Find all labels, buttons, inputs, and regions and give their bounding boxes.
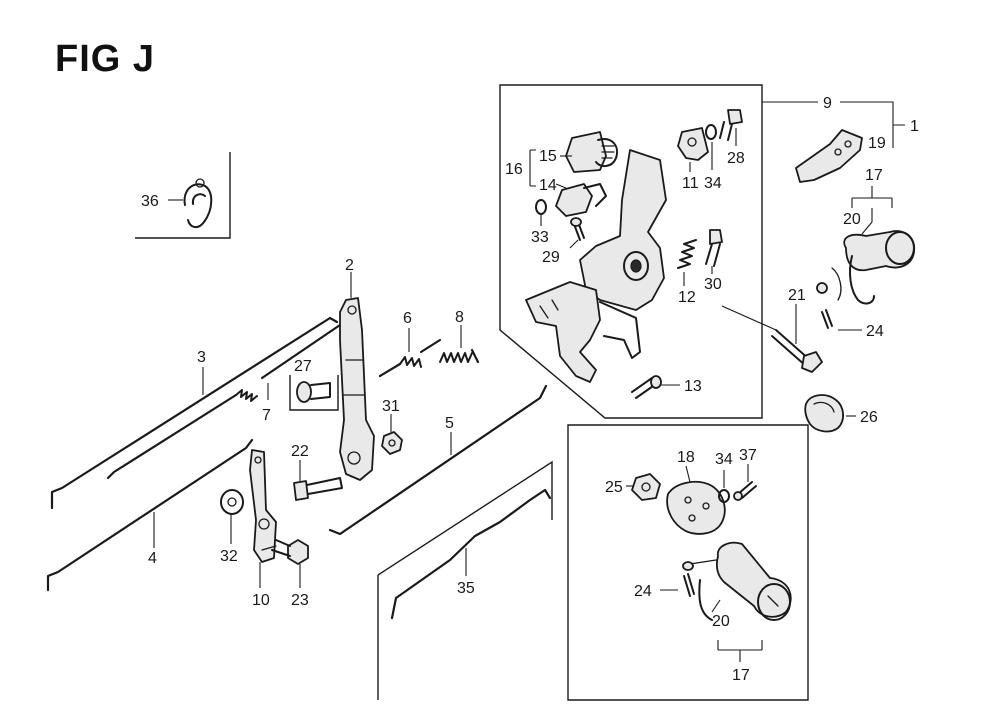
callout-13: 13 <box>684 378 702 395</box>
callout-10: 10 <box>252 592 270 609</box>
box-control-assembly <box>499 84 763 419</box>
callout-34-top: 34 <box>704 175 722 192</box>
callout-labels: 1 2 3 4 5 6 7 8 9 10 11 12 13 14 15 16 1… <box>141 95 919 684</box>
callout-7: 7 <box>262 407 271 424</box>
callout-32: 32 <box>220 548 238 565</box>
figure-title: FIG J <box>55 38 156 80</box>
part-32-washer <box>220 489 244 544</box>
callout-3: 3 <box>197 349 206 366</box>
callout-27: 27 <box>294 358 312 375</box>
box-switch-assembly <box>567 424 809 701</box>
callout-6: 6 <box>403 310 412 327</box>
part-15-switch-body <box>560 131 618 173</box>
part-33-washer <box>535 199 547 226</box>
part-11-lever <box>677 127 709 172</box>
part-7-rod-spring <box>106 323 342 480</box>
callout-24-top: 24 <box>866 323 884 340</box>
callout-36: 36 <box>141 193 159 210</box>
part-35-rod <box>390 488 552 620</box>
part-19-plate <box>795 129 863 183</box>
callout-22: 22 <box>291 443 309 460</box>
part-30-bolt <box>705 229 723 274</box>
callout-14: 14 <box>539 177 557 194</box>
callout-1: 1 <box>910 118 919 135</box>
callout-31: 31 <box>382 398 400 415</box>
callout-17-bottom: 17 <box>732 667 750 684</box>
callout-28: 28 <box>727 150 745 167</box>
callout-35: 35 <box>457 580 475 597</box>
leader-17-top <box>851 186 893 208</box>
callout-25: 25 <box>605 479 623 496</box>
callout-19: 19 <box>868 135 886 152</box>
part-6-spring <box>378 328 442 378</box>
leader-16-bracket <box>529 149 536 187</box>
part-31-nut <box>381 414 403 455</box>
part-12-spring <box>677 239 697 286</box>
callout-17-top: 17 <box>865 167 883 184</box>
callout-11: 11 <box>682 175 699 192</box>
part-28-bolt <box>719 109 743 146</box>
callout-8: 8 <box>455 309 464 326</box>
part-22-bolt <box>293 460 343 501</box>
callout-37: 37 <box>739 447 757 464</box>
part-37-screw <box>733 464 757 501</box>
callout-20-top: 20 <box>843 211 861 228</box>
callout-5: 5 <box>445 415 454 432</box>
callout-12: 12 <box>678 289 696 306</box>
leader-1 <box>892 118 905 148</box>
box-bolt-27 <box>289 375 339 411</box>
callout-34-bottom: 34 <box>715 451 733 468</box>
part-34-washer-bottom <box>718 470 730 503</box>
leader-9 <box>762 101 894 118</box>
callout-26: 26 <box>860 409 878 426</box>
callout-15: 15 <box>539 148 557 165</box>
box-clip-36 <box>135 152 231 239</box>
part-10-lever <box>249 449 277 588</box>
part-2-governor-arm <box>339 272 375 481</box>
callout-18: 18 <box>677 449 695 466</box>
part-27-bolt <box>296 381 331 403</box>
part-4-rod <box>46 438 254 592</box>
part-25-knob <box>626 473 661 501</box>
leader-17-bottom <box>717 640 763 662</box>
callout-24-bottom: 24 <box>634 583 652 600</box>
part-14-switch <box>555 183 607 217</box>
callout-33: 33 <box>531 229 549 246</box>
part-24-screw-bottom <box>660 561 695 597</box>
box-rod-35 <box>377 460 553 700</box>
part-main-bracket <box>525 149 667 383</box>
part-26-switch <box>804 394 856 433</box>
part-5-rod <box>328 384 548 536</box>
part-21-bolt <box>721 304 823 373</box>
callout-9: 9 <box>823 95 832 112</box>
callout-4: 4 <box>148 550 157 567</box>
part-18-plate <box>666 465 726 535</box>
callout-2: 2 <box>345 257 354 274</box>
part-36-clip <box>168 178 213 228</box>
part-29-screw <box>569 217 585 249</box>
part-23-bolt <box>271 539 309 588</box>
callout-30: 30 <box>704 276 722 293</box>
callout-23: 23 <box>291 592 309 609</box>
part-34-washer-top <box>705 124 717 170</box>
part-20-switch-top <box>831 208 915 305</box>
callout-21: 21 <box>788 287 806 304</box>
part-24-screw-top <box>816 282 862 331</box>
callout-29: 29 <box>542 249 560 266</box>
part-8-spring <box>439 325 480 364</box>
callout-16: 16 <box>505 161 523 178</box>
part-3-rod <box>50 316 339 510</box>
part-13-pin <box>631 375 680 399</box>
callout-20-bottom: 20 <box>712 613 730 630</box>
part-20-switch-bottom <box>689 541 792 621</box>
